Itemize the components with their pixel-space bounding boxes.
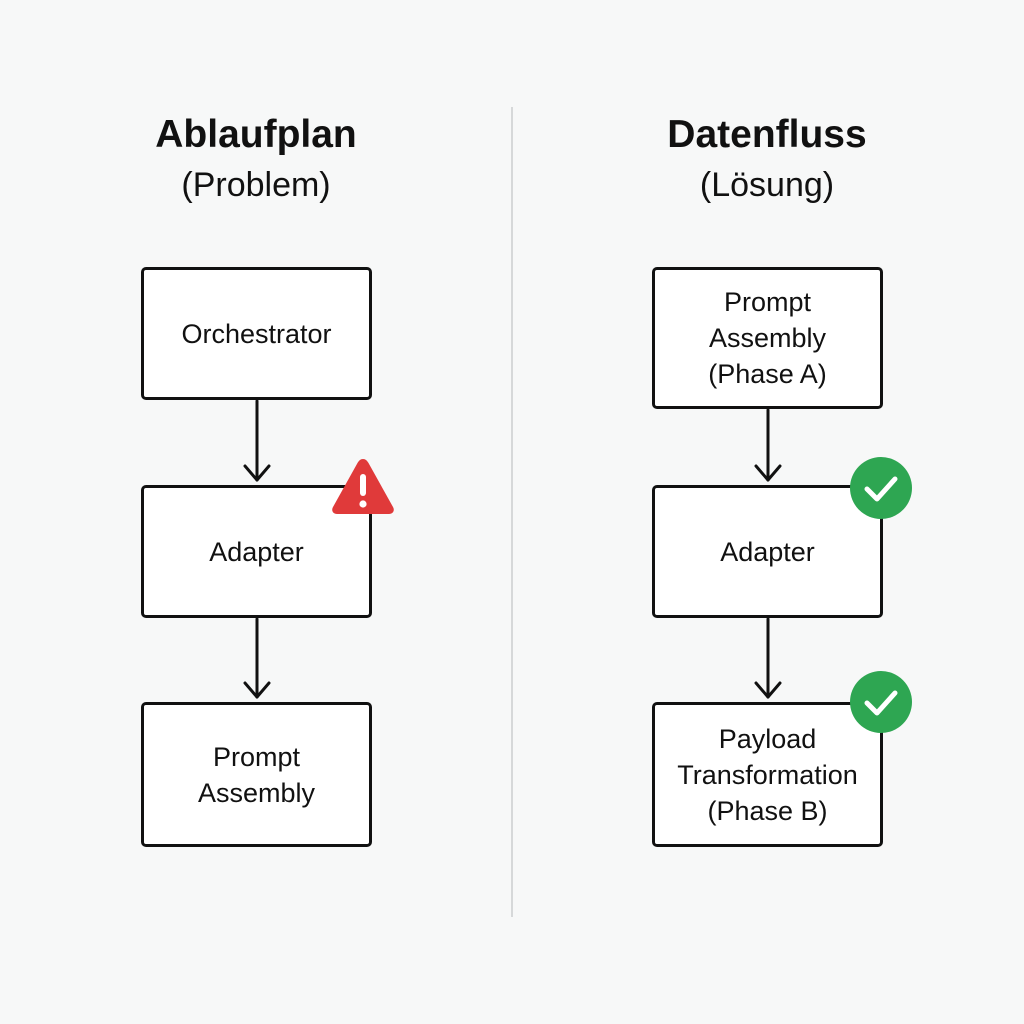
left-box-orchestrator-label: Orchestrator [181, 318, 332, 349]
right-column-title: Datenfluss (Lösung) [617, 112, 917, 208]
right-title: Datenfluss [667, 113, 867, 156]
right-subtitle: (Lösung) [699, 166, 835, 204]
right-box-adapter: Adapter [652, 485, 883, 618]
right-box-payload-transformation: Payload Transformation (Phase B) [652, 702, 883, 847]
right-box-prompt-assembly: Prompt Assembly (Phase A) [652, 267, 883, 409]
left-box-adapter-label: Adapter [209, 536, 304, 567]
check-circle-icon [850, 671, 912, 733]
left-column-title: Ablaufplan (Problem) [106, 112, 406, 208]
right-box-prompt-assembly-label: Prompt Assembly (Phase A) [708, 287, 827, 389]
right-box-payload-transformation-label: Payload Transformation (Phase B) [677, 723, 858, 826]
left-box-prompt-assembly-label: Prompt Assembly [197, 741, 316, 808]
left-arrow-2 [243, 617, 271, 699]
right-arrow-2 [754, 617, 782, 699]
column-divider [511, 107, 513, 917]
left-title: Ablaufplan [155, 113, 357, 156]
right-arrow-1 [754, 408, 782, 482]
warning-triangle-icon [332, 459, 394, 514]
left-box-orchestrator: Orchestrator [141, 267, 372, 400]
right-box-adapter-label: Adapter [720, 536, 815, 567]
left-arrow-1 [243, 399, 271, 482]
left-box-prompt-assembly: Prompt Assembly [141, 702, 372, 847]
check-circle-icon [850, 457, 912, 519]
left-subtitle: (Problem) [181, 166, 331, 204]
